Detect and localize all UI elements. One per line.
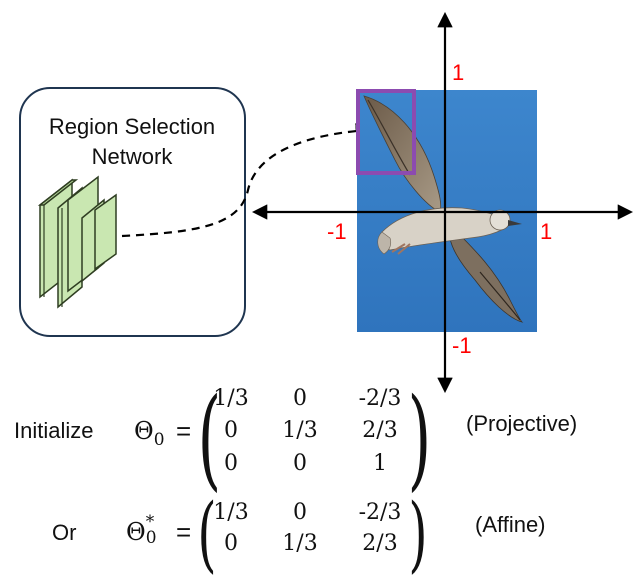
theta0-star-subscript: 0 bbox=[145, 528, 157, 548]
proj-m11: 1/3 bbox=[213, 386, 249, 411]
proj-m12: 0 bbox=[293, 386, 307, 411]
x-axis-right-label: 1 bbox=[540, 219, 552, 244]
proj-m23: 2/3 bbox=[362, 418, 398, 443]
y-axis-bottom-label: -1 bbox=[452, 333, 472, 358]
selected-region-box bbox=[356, 89, 416, 175]
network-layers-icon bbox=[37, 175, 117, 309]
aff-m22: 1/3 bbox=[282, 531, 318, 556]
theta0-symbol: Θ0 bbox=[134, 417, 165, 450]
affine-left-paren: ( bbox=[197, 487, 217, 582]
proj-m32: 0 bbox=[293, 451, 307, 476]
proj-m21: 0 bbox=[224, 418, 238, 443]
figure: Region Selection Network bbox=[14, 11, 634, 582]
aff-m11: 1/3 bbox=[213, 500, 249, 525]
aff-m23: 2/3 bbox=[362, 531, 398, 556]
y-axis-top-label: 1 bbox=[452, 60, 464, 85]
dashed-connector-arrow bbox=[121, 123, 372, 238]
or-label: Or bbox=[52, 520, 77, 545]
layer-slab-1-top bbox=[37, 179, 79, 206]
theta0-star-superscript: * bbox=[145, 512, 155, 532]
initialize-label: Initialize bbox=[14, 418, 94, 443]
proj-m31: 0 bbox=[224, 451, 238, 476]
proj-m13: -2/3 bbox=[358, 386, 402, 411]
affine-label: (Affine) bbox=[475, 512, 546, 537]
projective-label: (Projective) bbox=[466, 411, 578, 436]
layer-slab-5 bbox=[94, 193, 117, 271]
aff-m12: 0 bbox=[293, 500, 307, 525]
theta0-star-symbol: Θ * 0 bbox=[126, 512, 157, 548]
proj-m33: 1 bbox=[373, 451, 387, 476]
aff-m13: -2/3 bbox=[358, 500, 402, 525]
theta0-subscript: 0 bbox=[153, 429, 165, 450]
aff-m21: 0 bbox=[224, 531, 238, 556]
diagram-svg: Region Selection Network bbox=[19, 11, 634, 394]
projective-right-paren: ) bbox=[407, 374, 432, 502]
affine-equals: = bbox=[176, 517, 192, 547]
projective-left-paren: ( bbox=[197, 374, 222, 502]
network-title-line2: Network bbox=[92, 144, 174, 169]
network-title-line1: Region Selection bbox=[49, 114, 215, 139]
proj-m22: 1/3 bbox=[282, 418, 318, 443]
projective-equals: = bbox=[176, 416, 192, 446]
theta0-star-char: Θ bbox=[126, 518, 146, 546]
x-axis-left-label: -1 bbox=[327, 219, 347, 244]
theta0-char: Θ bbox=[134, 417, 154, 445]
affine-right-paren: ) bbox=[408, 487, 428, 582]
